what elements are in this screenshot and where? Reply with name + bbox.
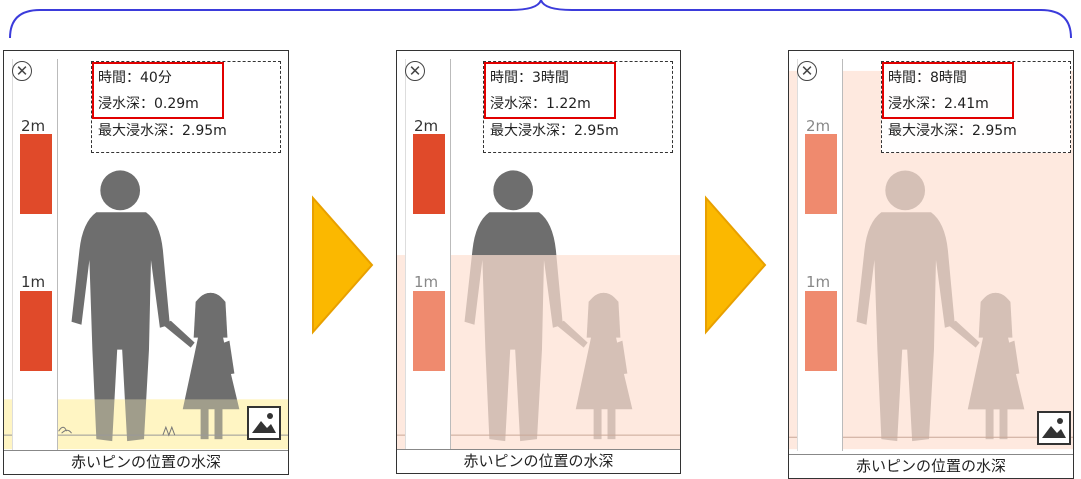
flood-panel-40min: 2m 1m ✕ 時間：40分 浸水深：0.29m 最大浸水深：2.95m 赤いピ… [3,50,289,475]
flood-scene [4,170,288,450]
depth-gauge: 2m 1m [405,59,451,451]
gauge-label-2m: 2m [414,117,439,135]
depth-gauge: 2m 1m [12,59,58,451]
gauge-red-segment-2m [805,134,837,214]
caption: 赤いピンの位置の水深 [397,449,680,473]
elapsed-time: 時間：8時間 [888,70,967,86]
highlight-box [92,62,224,119]
image-icon[interactable] [1037,411,1071,445]
flood-depth: 浸水深：1.22m [490,96,591,112]
flood-depth: 浸水深：0.29m [98,96,199,112]
flood-depth: 浸水深：2.41m [888,96,989,112]
grouping-brace [9,0,1072,39]
depth-gauge: 2m 1m [797,59,843,451]
max-flood-depth: 最大浸水深：2.95m [98,123,227,139]
image-icon[interactable] [247,406,281,440]
flood-panel-3h: 2m 1m ✕ 時間：3時間 浸水深：1.22m 最大浸水深：2.95m 赤いピ… [396,50,681,474]
elapsed-time: 時間：40分 [98,70,172,86]
right-triangle-arrow-icon [312,195,374,335]
close-icon[interactable]: ✕ [405,61,425,81]
max-flood-depth: 最大浸水深：2.95m [490,123,619,139]
people-silhouette [71,170,240,442]
gauge-red-segment-2m [413,134,445,214]
flood-info-box: 時間：3時間 浸水深：1.22m 最大浸水深：2.95m [483,61,673,153]
close-icon[interactable]: ✕ [797,61,817,81]
gauge-label-1m: 1m [414,273,439,291]
right-triangle-arrow-icon [705,195,767,335]
highlight-box [484,62,616,119]
gauge-red-segment-2m [20,134,52,214]
close-icon[interactable]: ✕ [12,61,32,81]
caption: 赤いピンの位置の水深 [4,450,288,474]
gauge-label-1m: 1m [21,273,46,291]
flood-panel-8h: 2m 1m ✕ 時間：8時間 浸水深：2.41m 最大浸水深：2.95m 赤いピ… [788,50,1074,479]
gauge-red-segment-1m [413,291,445,371]
flood-info-box: 時間：8時間 浸水深：2.41m 最大浸水深：2.95m [881,61,1071,153]
elapsed-time: 時間：3時間 [490,70,569,86]
flood-info-box: 時間：40分 浸水深：0.29m 最大浸水深：2.95m [91,61,281,153]
gauge-label-1m: 1m [806,273,831,291]
gauge-label-2m: 2m [806,117,831,135]
gauge-label-2m: 2m [21,117,46,135]
gauge-red-segment-1m [805,291,837,371]
gauge-red-segment-1m [20,291,52,371]
max-flood-depth: 最大浸水深：2.95m [888,123,1017,139]
caption: 赤いピンの位置の水深 [789,454,1073,478]
highlight-box [882,62,1014,119]
